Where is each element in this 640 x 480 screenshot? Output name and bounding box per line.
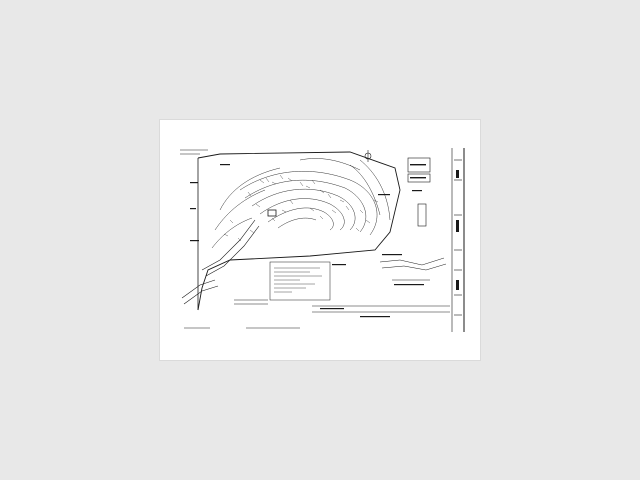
notes-block (269, 261, 331, 301)
legend-box (417, 203, 427, 227)
section-lines (184, 299, 450, 329)
title-block-ticks (454, 159, 462, 316)
legend-box (407, 157, 431, 173)
notes-text-lines (274, 267, 322, 293)
illegible-labels (190, 164, 459, 318)
vegetation-hatching (223, 174, 379, 242)
contour-lines (211, 158, 391, 249)
legend-box (407, 173, 431, 183)
property-boundary (197, 151, 401, 311)
detail-sketch (379, 257, 447, 281)
north-arrow (364, 150, 372, 162)
plan-drawing (180, 148, 465, 332)
drawing-sheet (160, 120, 480, 360)
building-footprint (267, 209, 277, 217)
access-road (181, 219, 260, 305)
